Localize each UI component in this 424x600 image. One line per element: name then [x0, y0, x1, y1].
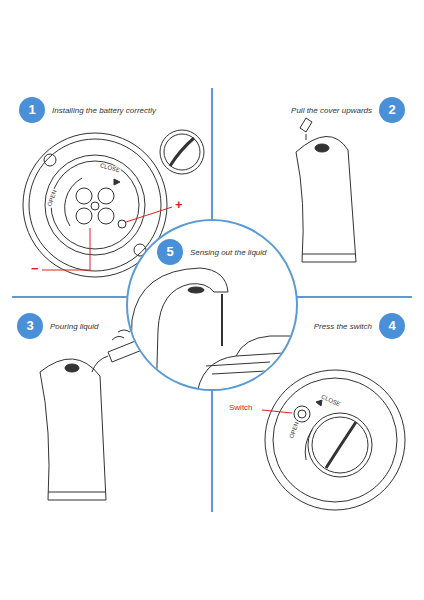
step-circle: 1Installing the battery correctly: [19, 97, 45, 123]
step-number: 2: [379, 97, 405, 123]
step-circle: 4Press the switch: [379, 313, 405, 339]
open-mark: OPEN: [288, 420, 300, 440]
switch-top-view: [265, 370, 405, 510]
step-circle: 2Pull the cover upwards: [379, 97, 405, 123]
step-circle: 5Sensing out the liquid: [157, 239, 183, 265]
dispenser-body: [296, 118, 356, 262]
open-mark: OPEN: [46, 188, 58, 208]
step-heading: Installing the battery correctly: [51, 106, 157, 115]
switch-label: Switch: [228, 404, 254, 412]
step-heading: Pouring liquid: [49, 322, 99, 331]
step-number: 3: [17, 313, 43, 339]
step-circle: 3Pouring liquid: [17, 313, 43, 339]
pouring-dispenser: [40, 330, 142, 500]
battery-cap: [160, 130, 204, 174]
switch-leader: [262, 410, 292, 413]
step-number: 1: [19, 97, 45, 123]
minus-mark: −: [30, 262, 40, 275]
step-heading: Pull the cover upwards: [290, 106, 373, 115]
step-number: 4: [379, 313, 405, 339]
sensing-detail: [130, 268, 300, 400]
plus-mark: +: [174, 198, 184, 211]
close-mark: CLOSE: [319, 393, 342, 408]
step-heading: Press the switch: [313, 322, 373, 331]
step-heading: Sensing out the liquid: [189, 248, 268, 257]
step-number: 5: [157, 239, 183, 265]
panel-divider: [12, 88, 412, 512]
close-mark: CLOSE: [98, 162, 121, 174]
